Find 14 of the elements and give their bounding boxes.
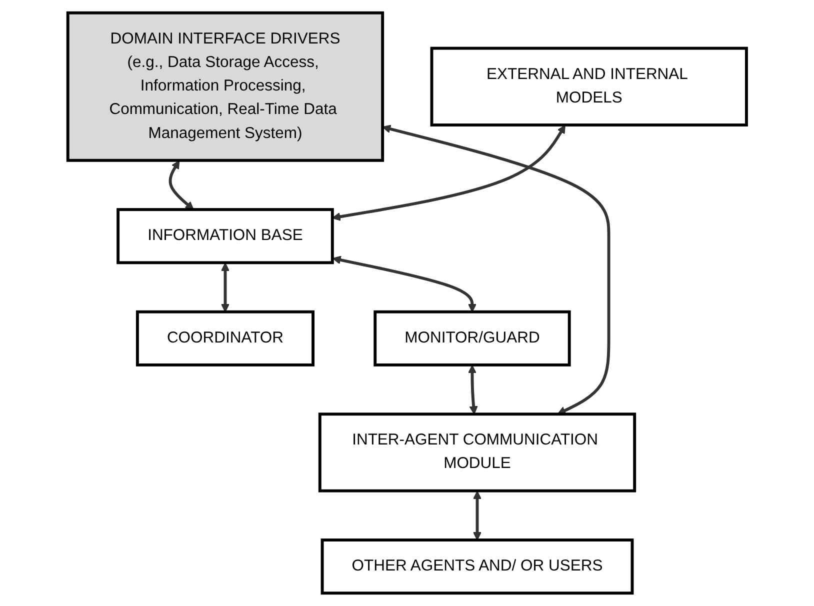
arrow (468, 364, 478, 415)
node-box: INFORMATION BASE (116, 208, 334, 264)
node-box: EXTERNAL AND INTERNAL MODELS (430, 46, 748, 126)
node-box: INTER-AGENT COMMUNICATION MODULE (318, 412, 636, 492)
arrow (332, 256, 476, 312)
arrow (382, 124, 610, 414)
arrow (168, 160, 194, 210)
node-box: OTHER AGENTS AND/ OR USERS (320, 538, 634, 595)
arrow (220, 262, 230, 312)
node-box: DOMAIN INTERFACE DRIVERS (e.g., Data Storage Access, Information Processing, Communication, Real-Time Data Management System) (66, 11, 384, 162)
arrow (472, 490, 482, 540)
node-box: COORDINATOR (136, 310, 314, 366)
arrow (332, 124, 566, 221)
node-box: MONITOR/GUARD (373, 310, 571, 366)
